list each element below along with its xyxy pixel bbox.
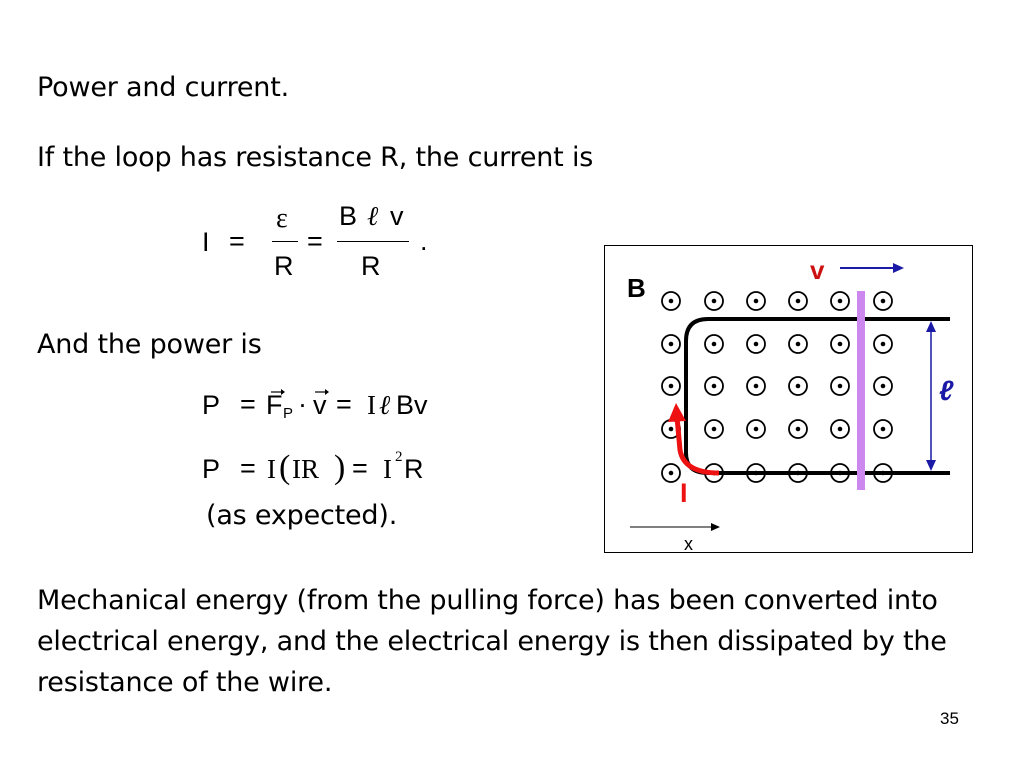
eq-equals-1: = [229,226,245,256]
eq-resistance-r: R [404,454,424,484]
eq-dot-product: · [298,389,307,419]
eq-equals-4: = [352,453,368,483]
eq-numerator-l: ℓ [367,201,379,231]
field-dot-icon [704,291,724,311]
eq-emf-numerator: ε [276,203,288,234]
eq-equals-2: = [336,389,352,419]
eq-ir: IR [292,454,319,484]
velocity-arrow-icon [840,263,904,273]
field-dot-icon [830,334,850,354]
field-dot-icon [704,334,724,354]
eq-power-lhs-2: P [202,454,221,484]
current-arrow-icon [668,403,720,476]
diagram-canvas: B v ℓ I x [604,245,973,554]
field-dot-icon [746,291,766,311]
eq-current-i-3: I [383,454,392,484]
eq-power-lhs: P [202,390,221,420]
current-label: I [680,478,688,508]
field-dot-icon [830,291,850,311]
vector-arrow-v [314,381,330,400]
as-expected-text: (as expected). [206,500,398,531]
field-dot-icon [830,376,850,396]
field-dot-icon [788,419,808,439]
x-axis-label: x [684,534,693,553]
eq-equals-3: = [240,453,256,483]
x-axis-arrow-icon [630,523,720,531]
eq-equals: = [240,389,256,419]
field-dot-icon [873,291,893,311]
field-dot-icon [704,376,724,396]
eq-r-denominator-2: R [361,251,381,281]
field-dot-icon [873,334,893,354]
field-dot-icon [661,463,681,483]
field-dot-icon [746,419,766,439]
field-dot-icon [788,376,808,396]
field-dot-icon [746,334,766,354]
length-label: ℓ [939,375,954,406]
fraction-bar-2 [337,241,409,242]
length-arrow-icon [926,321,936,471]
eq-current-i: I [367,390,376,420]
slide-heading: Power and current. [37,72,289,103]
eq-right-paren: ) [334,449,346,486]
eq-velocity-v: v [313,390,327,420]
velocity-label: v [810,255,825,285]
eq-period: . [420,226,428,256]
field-dot-icon [788,334,808,354]
page-number: 35 [940,709,959,728]
conclusion-paragraph: Mechanical energy (from the pulling forc… [37,585,947,698]
field-dot-icon [873,376,893,396]
field-dot-icon [704,419,724,439]
eq-numerator-v: v [390,201,404,231]
eq-current-lhs: I [202,227,210,257]
field-dot-icon [746,376,766,396]
eq-equals-2: = [307,226,323,256]
field-dot-icon [873,419,893,439]
eq-numerator-b: B [339,201,358,231]
eq-length-l: ℓ [379,390,391,420]
field-dot-icon [788,291,808,311]
b-field-label: B [627,273,646,303]
eq-current-i-2: I [267,454,276,484]
diagram-frame [604,245,973,553]
eq-exponent-2: 2 [395,449,403,465]
field-dot-icon [661,376,681,396]
eq-force-f: F [266,390,283,420]
vector-arrow-f [270,381,286,400]
eq-bv: Bv [396,390,428,420]
eq-r-denominator-1: R [274,251,294,281]
field-dot-icon [661,291,681,311]
current-intro-text: If the loop has resistance R, the curren… [37,142,594,173]
field-dot-icon [661,334,681,354]
field-dot-icon [830,419,850,439]
eq-force-subscript: P [283,405,294,422]
fraction-bar-1 [272,241,298,242]
moving-rod-diagram: B v ℓ I x [604,245,973,554]
power-intro-text: And the power is [37,329,262,360]
eq-left-paren: ( [279,449,291,486]
